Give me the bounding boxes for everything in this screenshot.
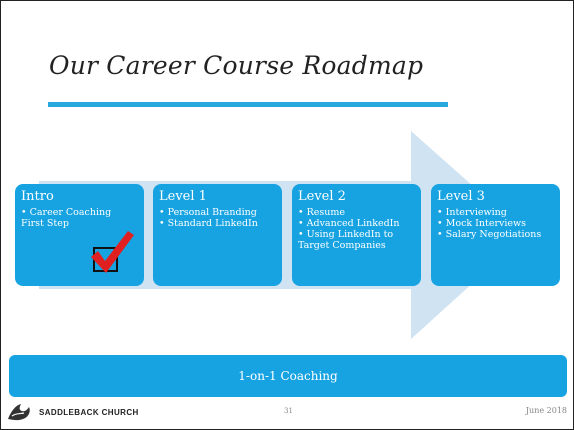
title-underline: [48, 102, 448, 107]
coaching-bar: 1-on-1 Coaching: [9, 355, 567, 397]
card-item: • Interviewing: [437, 207, 507, 218]
logo-text: SADDLEBACK CHURCH: [39, 407, 139, 417]
card-item: • Salary Negotiations: [437, 229, 542, 240]
card-head: Intro: [21, 189, 54, 204]
card-intro: Intro • Career Coaching First Step: [15, 184, 144, 286]
card-item: • Advanced LinkedIn: [298, 218, 400, 229]
card-head: Level 1: [159, 189, 207, 204]
card-level-1: Level 1 • Personal Branding • Standard L…: [153, 184, 282, 286]
card-head: Level 3: [437, 189, 485, 204]
saddleback-logo-icon: [8, 404, 30, 421]
card-item: • Standard LinkedIn: [159, 218, 258, 229]
card-level-2: Level 2 • Resume • Advanced LinkedIn • U…: [292, 184, 421, 286]
card-item: Target Companies: [298, 240, 386, 251]
card-item: • Resume: [298, 207, 346, 218]
card-level-3: Level 3 • Interviewing • Mock Interviews…: [431, 184, 560, 286]
footer-logo: SADDLEBACK CHURCH: [7, 401, 139, 423]
page-number: 31: [284, 407, 293, 415]
card-item: • Career Coaching: [21, 207, 112, 218]
card-item: • Personal Branding: [159, 207, 257, 218]
slide-title: Our Career Course Roadmap: [49, 51, 424, 80]
check-icon: [91, 231, 134, 273]
card-item: • Using LinkedIn to: [298, 229, 394, 240]
card-item: • Mock Interviews: [437, 218, 527, 229]
card-item: First Step: [21, 218, 69, 229]
slide-date: June 2018: [525, 406, 567, 415]
card-head: Level 2: [298, 189, 346, 204]
